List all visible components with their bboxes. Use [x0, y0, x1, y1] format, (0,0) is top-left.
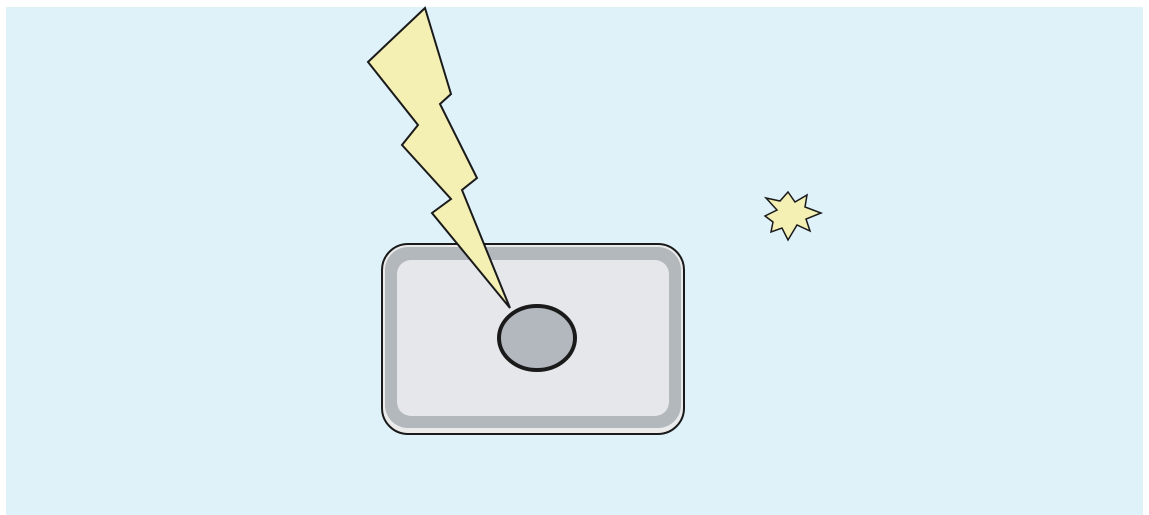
nucleus: [499, 306, 575, 370]
cell: [382, 244, 684, 434]
